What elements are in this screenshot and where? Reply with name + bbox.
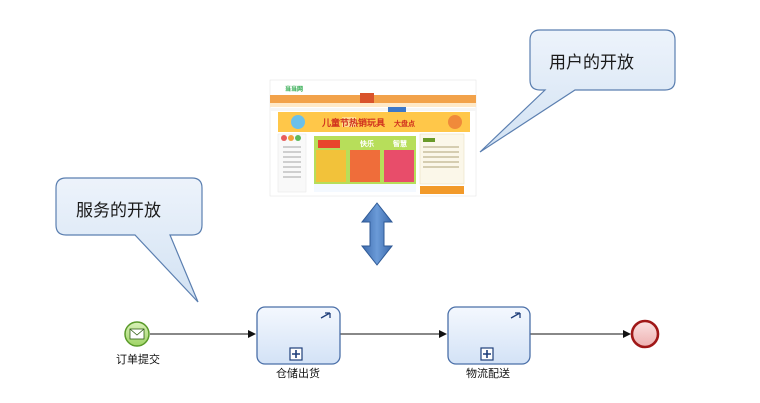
website-promo-text-1: 快乐: [360, 139, 374, 148]
website-screenshot: [269, 79, 477, 197]
website-banner-text: 儿童节热销玩具: [321, 117, 385, 129]
website-promo-text-2: 智慧: [393, 139, 407, 148]
envelope-icon: [129, 328, 145, 340]
callout-service-open: [55, 177, 203, 303]
website-logo: 当当网: [285, 85, 303, 93]
end-event[interactable]: [630, 319, 660, 349]
expand-icon: [510, 312, 521, 319]
start-event[interactable]: [124, 321, 150, 347]
task1-label: 仓储出货: [276, 367, 320, 380]
website-banner-badge: 大盘点: [394, 119, 415, 128]
task-logistics-delivery[interactable]: [447, 306, 531, 365]
callout-user-open: [479, 29, 676, 153]
callout-user-open-text: 用户的开放: [549, 53, 634, 73]
task-warehouse-shipping[interactable]: [256, 306, 341, 365]
expand-icon: [320, 312, 331, 319]
task2-label: 物流配送: [466, 367, 510, 380]
bidirectional-arrow: [360, 202, 394, 266]
callout-service-open-text: 服务的开放: [76, 201, 161, 221]
start-event-label: 订单提交: [116, 353, 160, 366]
